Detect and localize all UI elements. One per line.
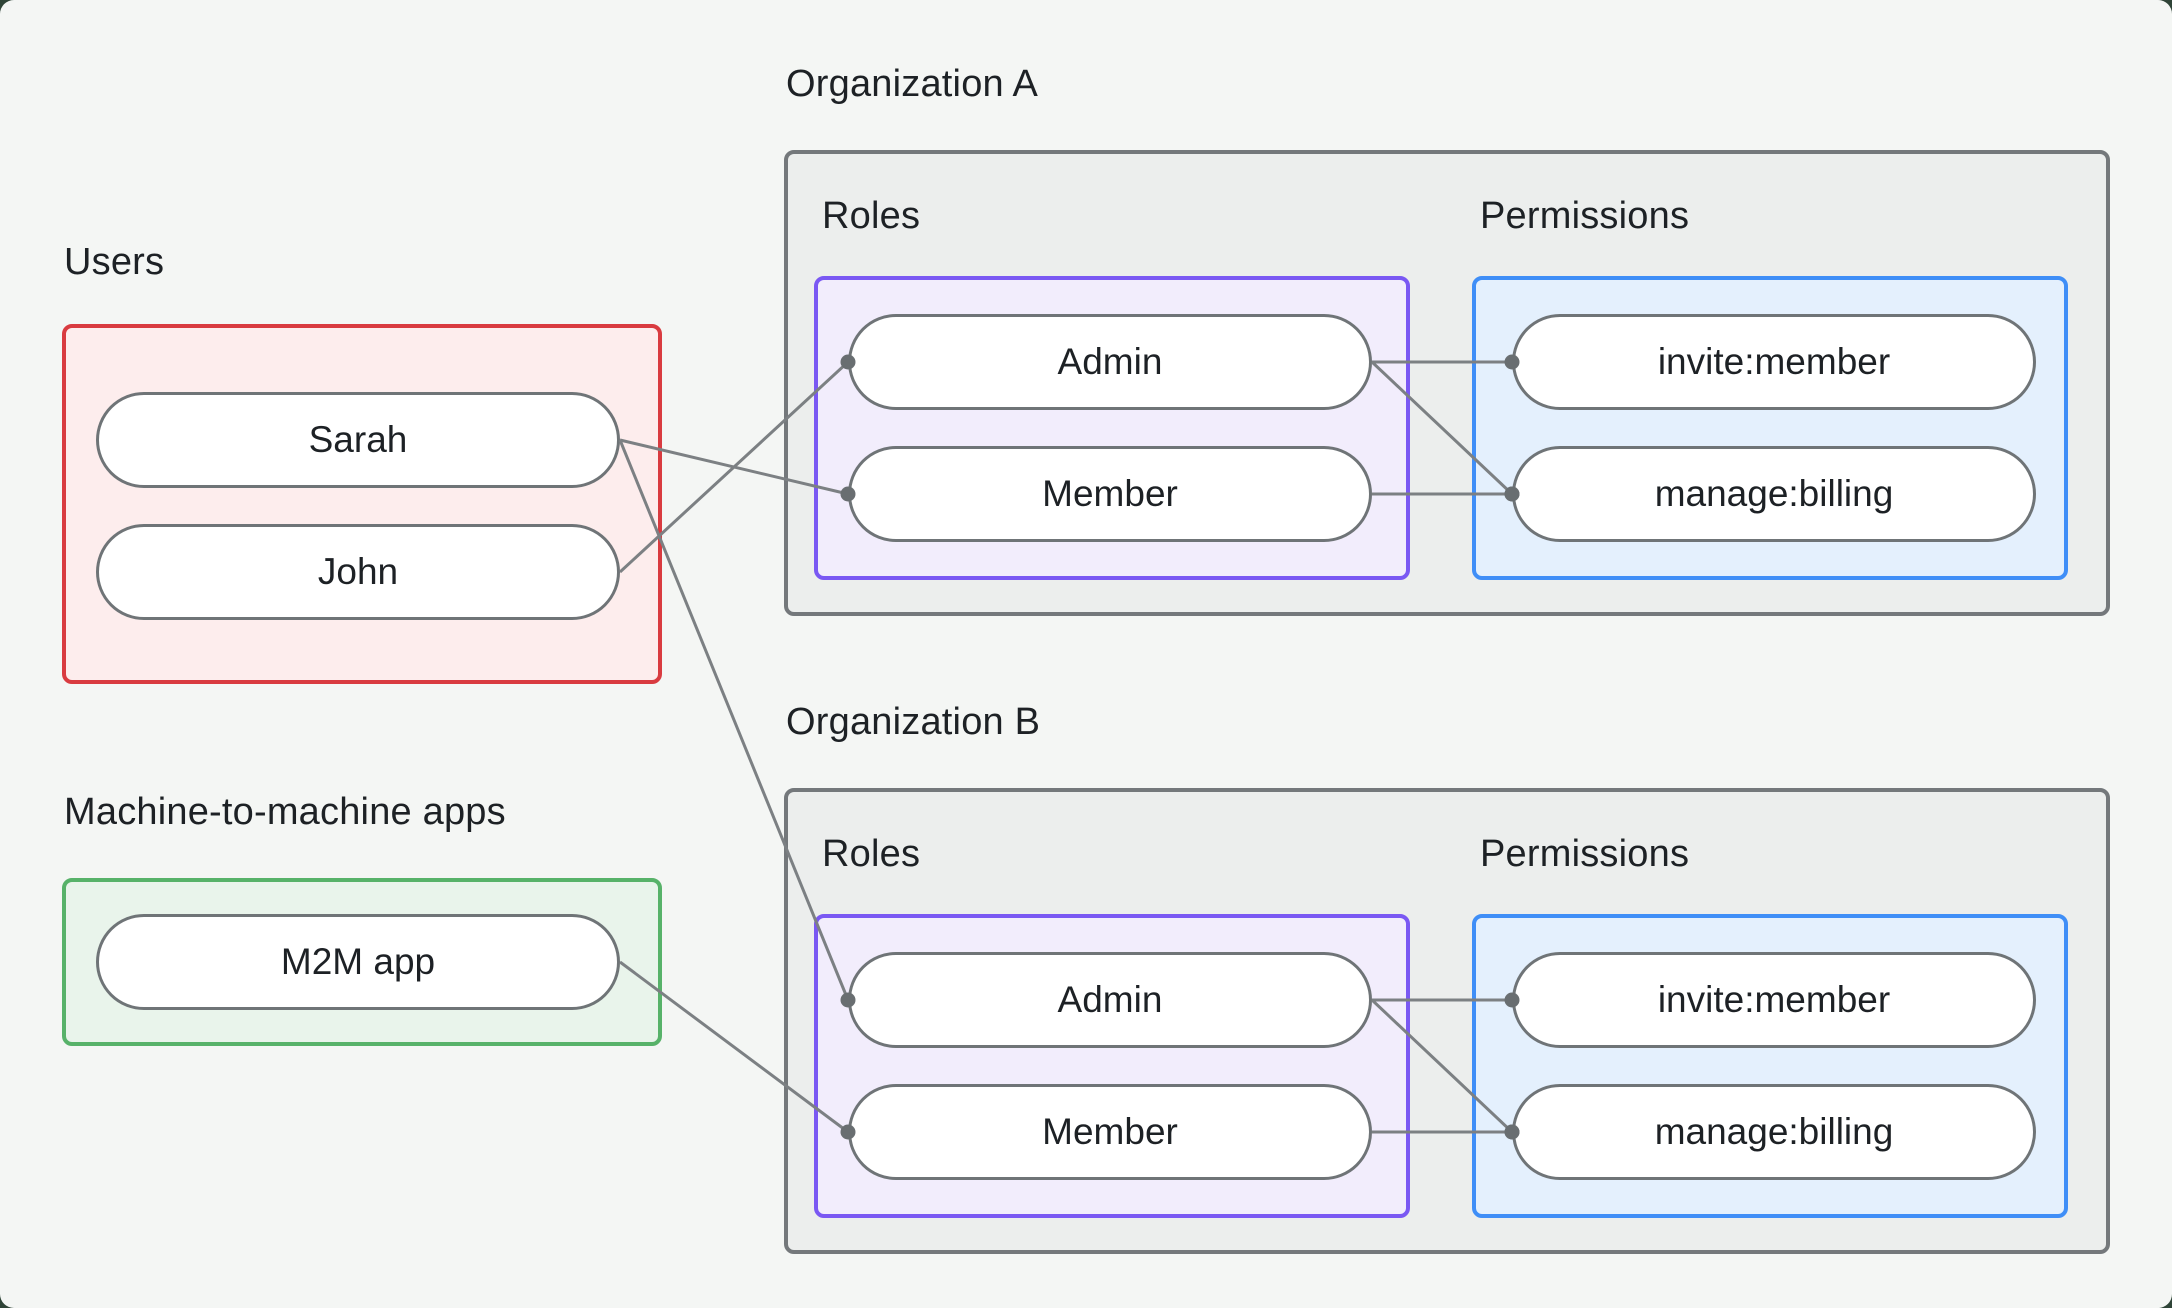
org-a-role-pill-admin: Admin [848, 314, 1372, 410]
org-b-permission-pill-invite-member: invite:member [1512, 952, 2036, 1048]
user-pill-sarah: Sarah [96, 392, 620, 488]
m2m-app-pill: M2M app [96, 914, 620, 1010]
org-b-roles-label: Roles [822, 833, 921, 875]
org-a-title: Organization A [786, 63, 1039, 105]
org-a-roles-label: Roles [822, 195, 921, 237]
org-a-permission-pill-invite-member: invite:member [1512, 314, 2036, 410]
org-a-permissions-label: Permissions [1480, 195, 1690, 237]
org-a-permission-pill-manage-billing: manage:billing [1512, 446, 2036, 542]
users-group-box [62, 324, 662, 684]
org-a-role-pill-member: Member [848, 446, 1372, 542]
org-b-role-pill-admin: Admin [848, 952, 1372, 1048]
org-b-title: Organization B [786, 701, 1041, 743]
org-b-permissions-label: Permissions [1480, 833, 1690, 875]
user-pill-john: John [96, 524, 620, 620]
org-b-role-pill-member: Member [848, 1084, 1372, 1180]
m2m-group-label: Machine-to-machine apps [64, 791, 506, 833]
users-group-label: Users [64, 241, 165, 283]
org-b-permission-pill-manage-billing: manage:billing [1512, 1084, 2036, 1180]
